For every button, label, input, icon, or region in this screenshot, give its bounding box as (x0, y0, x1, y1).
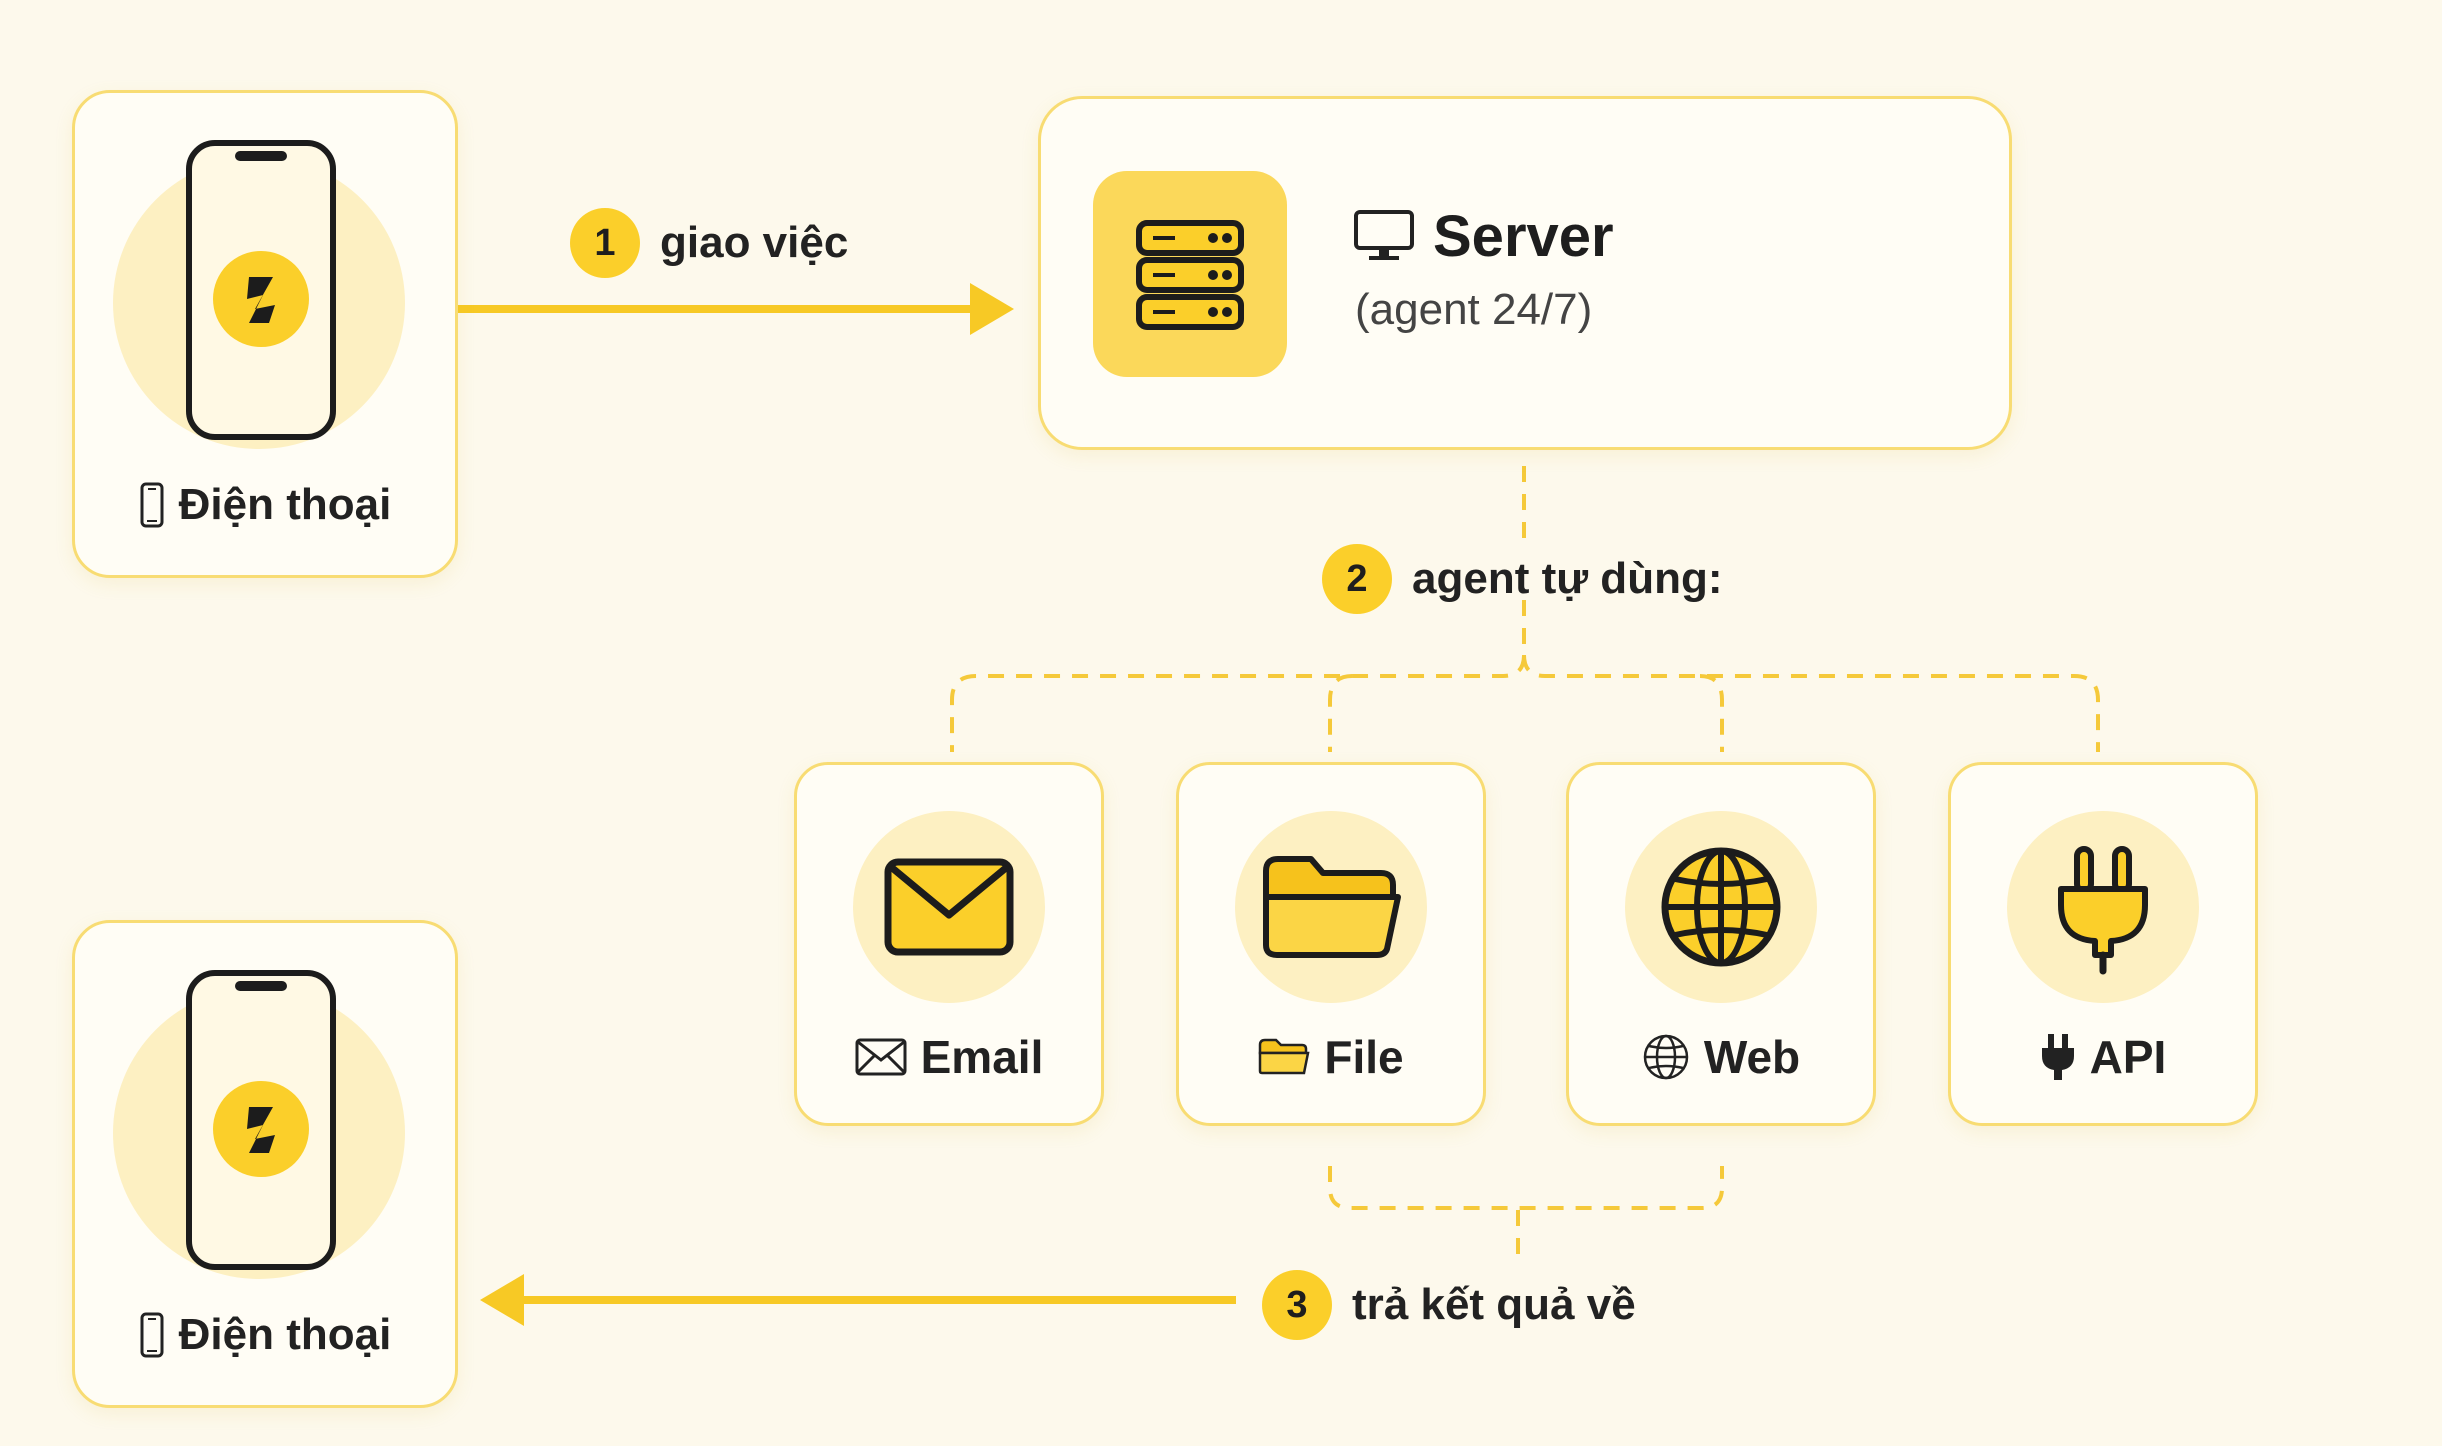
step-3: 3 trả kết quả về (1262, 1268, 1636, 1342)
folder-icon (1263, 856, 1401, 958)
step-text: agent tự dùng: (1412, 554, 1723, 603)
tool-card-file: File (1176, 762, 1486, 1126)
step-badge: 2 (1322, 544, 1392, 614)
tool-card-email: Email (794, 762, 1104, 1126)
server-title-text: Server (1433, 203, 1614, 269)
tool-branch-lines (950, 466, 2100, 1262)
tool-label: Web (1569, 1025, 1873, 1089)
arrow-head-right (970, 283, 1014, 335)
envelope-icon (855, 1038, 907, 1076)
globe-icon (1661, 847, 1781, 967)
server-icon (1136, 220, 1244, 330)
phone-icon (139, 1312, 165, 1358)
phone-card-bottom: Điện thoại (72, 920, 458, 1408)
phone-label: Điện thoại (75, 477, 455, 533)
step-2: 2 agent tự dùng: (1322, 542, 1722, 616)
tool-label: Email (797, 1025, 1101, 1089)
step-badge: 1 (570, 208, 640, 278)
folder-icon (1258, 1037, 1310, 1077)
phone-label-text: Điện thoại (178, 1310, 392, 1359)
tool-label-text: Web (1703, 1031, 1801, 1083)
phone-label: Điện thoại (75, 1307, 455, 1363)
smartphone-icon (186, 970, 336, 1270)
step-text: giao việc (660, 218, 849, 267)
step-badge: 3 (1262, 1270, 1332, 1340)
globe-icon (1642, 1033, 1690, 1081)
tool-label: API (1951, 1025, 2255, 1089)
envelope-icon (884, 858, 1014, 956)
server-card: Server (agent 24/7) (1038, 96, 2012, 450)
monitor-icon (1353, 209, 1415, 263)
tool-label-text: File (1324, 1031, 1404, 1083)
server-subtitle: (agent 24/7) (1355, 285, 1593, 334)
tool-card-api: API (1948, 762, 2258, 1126)
tool-card-web: Web (1566, 762, 1876, 1126)
server-tile (1093, 171, 1287, 377)
tool-label: File (1179, 1025, 1483, 1089)
plug-icon (2058, 846, 2148, 975)
tool-label-text: Email (920, 1031, 1044, 1083)
arrow-head-left (480, 1274, 524, 1326)
phone-icon (139, 482, 165, 528)
phone-card-top: Điện thoại (72, 90, 458, 578)
plug-icon (2040, 1032, 2076, 1082)
phone-label-text: Điện thoại (178, 480, 392, 529)
step-text: trả kết quả về (1352, 1280, 1636, 1329)
step-1: 1 giao việc (570, 206, 848, 280)
smartphone-icon (186, 140, 336, 440)
server-title: Server (1353, 201, 1614, 271)
tool-label-text: API (2089, 1031, 2167, 1083)
